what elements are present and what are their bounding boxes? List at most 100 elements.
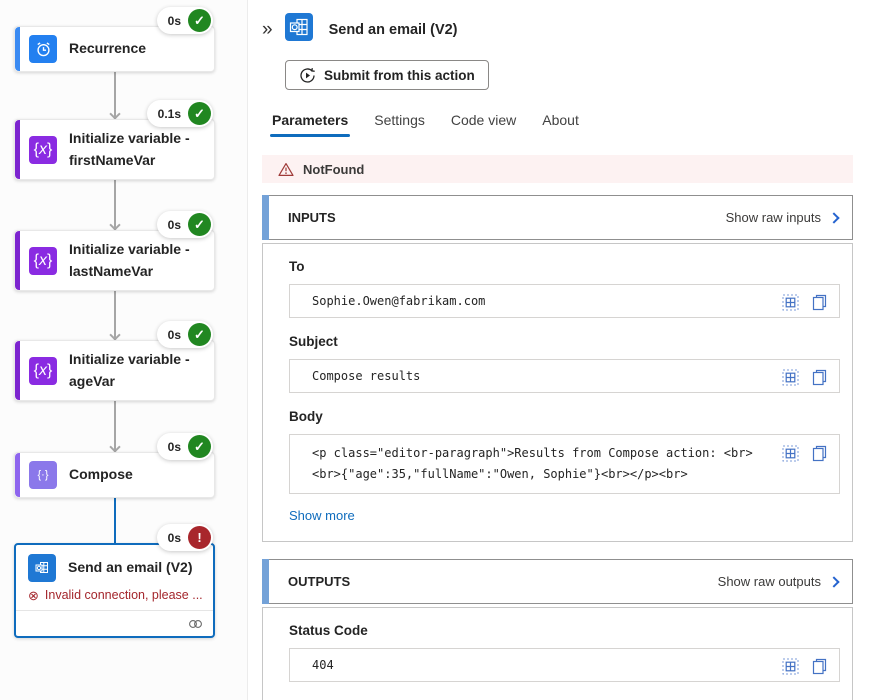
arrow-down-icon: [109, 108, 121, 120]
section-accent-bar: [262, 195, 269, 240]
error-banner: NotFound: [262, 155, 853, 183]
outlook-icon: [28, 554, 56, 582]
view-table-icon[interactable]: [782, 658, 799, 675]
chevron-right-icon: [828, 212, 840, 224]
edge-connector: [109, 69, 121, 120]
field-value-box-subject: Compose results: [289, 359, 840, 393]
error-exclamation-icon: [188, 526, 211, 549]
node-accent-bar: [15, 453, 20, 497]
resubmit-icon: [300, 67, 315, 83]
tab-parameters[interactable]: Parameters: [269, 112, 351, 137]
field-value-box-to: Sophie.Owen@fabrikam.com: [289, 284, 840, 318]
node-initialize-lastnamevar[interactable]: 0s {x} Initialize variable - lastNameVar: [14, 211, 215, 292]
tab-code-view[interactable]: Code view: [450, 112, 517, 128]
node-accent-bar: [15, 231, 20, 291]
copy-icon[interactable]: [812, 445, 827, 462]
edge-connector-selected: [114, 493, 116, 543]
connection-icon[interactable]: [188, 619, 203, 629]
success-check-icon: [188, 435, 211, 458]
edge-connector: [109, 290, 121, 341]
field-label-status-code: Status Code: [289, 623, 368, 638]
inputs-section-title: INPUTS: [288, 210, 336, 225]
outlook-icon: [284, 13, 313, 46]
status-badge: 0s: [156, 524, 213, 551]
status-badge: 0s: [156, 211, 213, 238]
inputs-section: INPUTS Show raw inputs To Sophie.Owen@fa…: [262, 195, 853, 542]
node-label: Initialize variable - ageVar: [69, 351, 190, 389]
node-accent-bar: [15, 27, 20, 71]
success-check-icon: [188, 9, 211, 32]
tab-about[interactable]: About: [542, 112, 579, 128]
outputs-section-title: OUTPUTS: [288, 574, 351, 589]
copy-icon[interactable]: [812, 369, 827, 386]
section-accent-bar: [262, 559, 269, 604]
recurrence-icon: [29, 35, 57, 63]
status-badge: 0s: [156, 7, 213, 34]
show-raw-outputs-link[interactable]: Show raw outputs: [717, 574, 840, 589]
tab-bar: Parameters Settings Code view About: [269, 112, 853, 137]
collapse-panel-icon[interactable]: »: [262, 19, 273, 40]
status-badge: 0s: [156, 321, 213, 348]
status-badge: 0.1s: [146, 100, 213, 127]
compose-icon: {·}: [29, 461, 57, 489]
panel-divider: [247, 0, 248, 700]
error-circle-x-icon: ⊗: [28, 587, 39, 603]
chevron-right-icon: [828, 576, 840, 588]
copy-icon[interactable]: [812, 294, 827, 311]
node-label: Send an email (V2): [68, 559, 193, 576]
field-value-box-body: <p class="editor-paragraph">Results from…: [289, 434, 840, 494]
arrow-down-icon: [109, 219, 121, 231]
node-compose[interactable]: 0s {·} Compose: [14, 433, 215, 498]
error-text: Invalid connection, please ...: [44, 588, 203, 602]
edge-connector: [109, 400, 121, 453]
view-table-icon[interactable]: [782, 369, 799, 386]
variable-icon: {x}: [29, 356, 57, 385]
copy-icon[interactable]: [812, 658, 827, 675]
field-value-subject: Compose results: [312, 368, 421, 383]
duration-label: 0s: [167, 327, 181, 342]
show-raw-inputs-link[interactable]: Show raw inputs: [725, 210, 840, 225]
field-label-to: To: [289, 259, 305, 274]
field-value-box-status-code: 404: [289, 648, 840, 682]
node-label: Initialize variable - firstNameVar: [69, 130, 190, 168]
duration-label: 0s: [167, 13, 181, 28]
outputs-section: OUTPUTS Show raw outputs Status Code 404: [262, 559, 853, 700]
edge-connector: [109, 179, 121, 231]
node-initialize-agevar[interactable]: 0s {x} Initialize variable - ageVar: [14, 321, 215, 402]
view-table-icon[interactable]: [782, 294, 799, 311]
show-more-link[interactable]: Show more: [289, 508, 355, 523]
submit-from-this-action-button[interactable]: Submit from this action: [285, 60, 489, 90]
node-send-an-email[interactable]: 0s Send an email (V2) ⊗ Invalid connecti: [14, 524, 215, 638]
duration-label: 0s: [167, 217, 181, 232]
success-check-icon: [188, 323, 211, 346]
field-value-to: Sophie.Owen@fabrikam.com: [312, 293, 486, 308]
node-accent-bar: [15, 341, 20, 401]
tab-settings[interactable]: Settings: [374, 112, 425, 128]
view-table-icon[interactable]: [782, 445, 799, 462]
workflow-canvas: 0s Recurrence 0.1s {x}: [0, 0, 247, 700]
status-badge: 0s: [156, 433, 213, 460]
variable-icon: {x}: [29, 135, 57, 164]
node-label: Recurrence: [69, 40, 147, 57]
arrow-down-icon: [109, 441, 121, 453]
action-details-panel: » Send an email (V2) Submit from this ac…: [262, 0, 853, 700]
success-check-icon: [188, 102, 211, 125]
field-label-subject: Subject: [289, 334, 338, 349]
node-initialize-firstnamevar[interactable]: 0.1s {x} Initialize variable - firstName…: [14, 100, 215, 181]
field-value-status-code: 404: [312, 657, 334, 672]
arrow-down-icon: [109, 329, 121, 341]
node-label: Compose: [69, 466, 133, 483]
field-value-body: <p class="editor-paragraph">Results from…: [312, 446, 753, 481]
duration-label: 0.1s: [157, 106, 181, 121]
banner-text: NotFound: [303, 161, 365, 177]
duration-label: 0s: [167, 530, 181, 545]
show-raw-inputs-label: Show raw inputs: [725, 210, 821, 225]
node-accent-bar: [15, 120, 20, 180]
show-raw-outputs-label: Show raw outputs: [717, 574, 821, 589]
warning-triangle-icon: [278, 162, 294, 176]
variable-icon: {x}: [29, 246, 57, 275]
node-error-message: ⊗ Invalid connection, please ...: [16, 586, 213, 610]
node-recurrence[interactable]: 0s Recurrence: [14, 7, 215, 72]
success-check-icon: [188, 213, 211, 236]
